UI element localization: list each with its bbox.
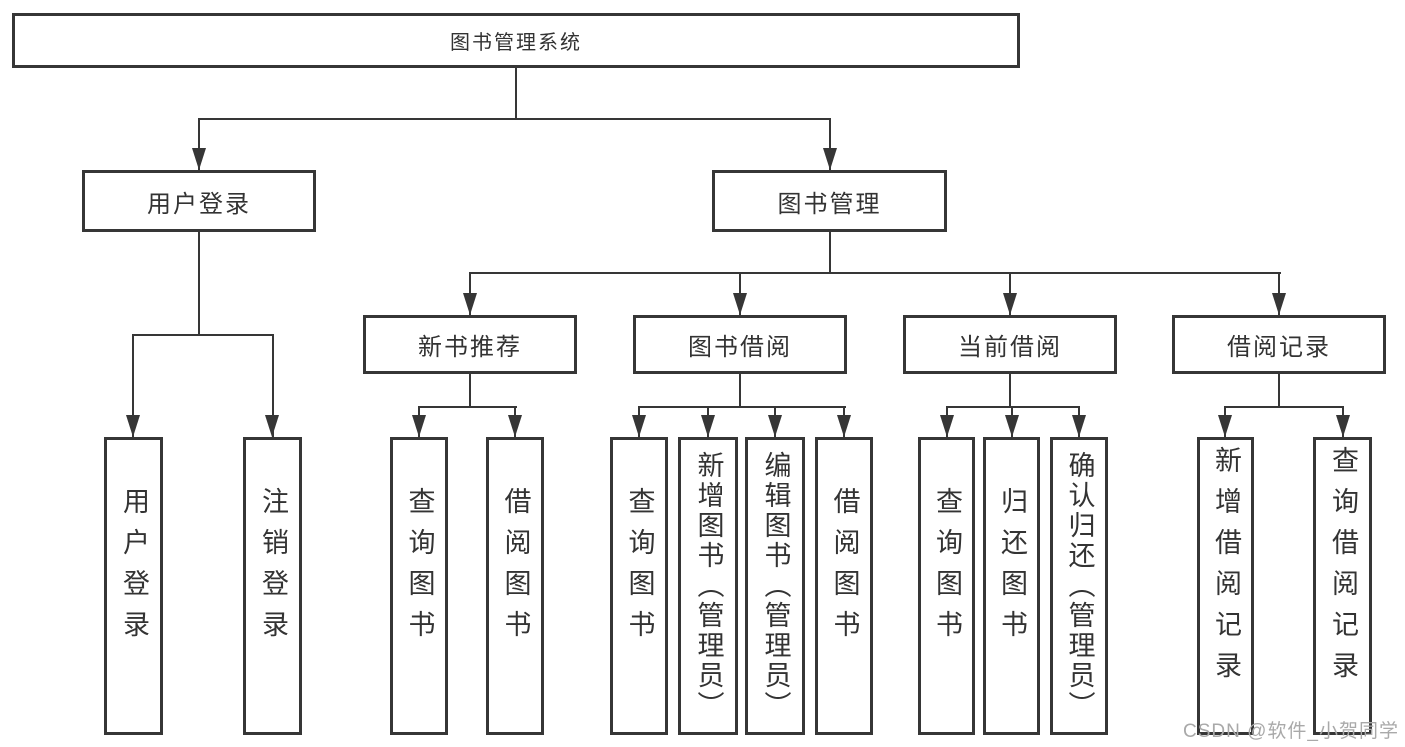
leaf-borrow-books-recommend: 借阅图书 (486, 437, 544, 735)
connector-line (272, 334, 274, 437)
node-label: 图书管理 (777, 190, 882, 218)
arrow-down-icon (1272, 293, 1286, 315)
leaf-label: 用户登录 (119, 487, 149, 651)
leaf-label: 注销登录 (258, 487, 288, 651)
arrow-down-icon (940, 415, 954, 437)
arrow-down-icon (632, 415, 646, 437)
node-label: 图书管理系统 (450, 32, 582, 54)
leaf-add-book-admin: 新增图书（管理员） (678, 437, 738, 735)
leaf-label: 借阅图书 (829, 487, 860, 651)
leaf-borrow-books-borrowing: 借阅图书 (815, 437, 873, 735)
arrow-down-icon (192, 148, 206, 170)
arrow-down-icon (1003, 293, 1017, 315)
arrow-down-icon (463, 293, 477, 315)
connector-line (829, 118, 831, 170)
arrow-down-icon (1072, 415, 1086, 437)
node-borrowing-records: 借阅记录 (1172, 315, 1386, 374)
arrow-down-icon (1218, 415, 1232, 437)
leaf-confirm-return-admin: 确认归还（管理员） (1050, 437, 1108, 735)
connector-line (515, 68, 517, 120)
leaf-label: 查询借阅记录 (1328, 446, 1358, 692)
leaf-label: 新增借阅记录 (1211, 446, 1241, 692)
node-user-login: 用户登录 (82, 170, 316, 232)
node-label: 用户登录 (147, 190, 251, 218)
connector-line (198, 118, 200, 170)
leaf-edit-book-admin: 编辑图书（管理员） (745, 437, 805, 735)
leaf-label: 查询图书 (404, 487, 435, 651)
arrow-down-icon (837, 415, 851, 437)
leaf-user-login: 用户登录 (104, 437, 163, 735)
connector-line (132, 334, 134, 437)
leaf-return-book: 归还图书 (983, 437, 1040, 735)
node-new-book-recommend: 新书推荐 (363, 315, 577, 374)
arrow-down-icon (768, 415, 782, 437)
connector-line (1278, 374, 1280, 408)
node-book-borrowing: 图书借阅 (633, 315, 847, 374)
arrow-down-icon (126, 415, 140, 437)
node-label: 当前借阅 (958, 334, 1062, 361)
leaf-label: 新增图书（管理员） (693, 451, 724, 721)
arrow-down-icon (701, 415, 715, 437)
leaf-label: 查询图书 (932, 487, 962, 651)
connector-line (418, 406, 517, 408)
leaf-logout: 注销登录 (243, 437, 302, 735)
leaf-query-books-current: 查询图书 (918, 437, 975, 735)
leaf-label: 归还图书 (997, 487, 1027, 651)
node-book-management: 图书管理 (712, 170, 947, 232)
node-current-borrowing: 当前借阅 (903, 315, 1117, 374)
arrow-down-icon (823, 148, 837, 170)
leaf-query-books-recommend: 查询图书 (390, 437, 448, 735)
arrow-down-icon (1336, 415, 1350, 437)
node-label: 图书借阅 (688, 334, 792, 361)
leaf-query-borrow-record: 查询借阅记录 (1313, 437, 1372, 735)
connector-line (1009, 374, 1011, 408)
leaf-query-books-borrowing: 查询图书 (610, 437, 668, 735)
leaf-label: 借阅图书 (500, 487, 531, 651)
arrow-down-icon (412, 415, 426, 437)
csdn-watermark: CSDN @软件_小贺同学 (1183, 721, 1399, 742)
connector-line (469, 374, 471, 408)
node-root-library-system: 图书管理系统 (12, 13, 1020, 68)
node-label: 借阅记录 (1227, 334, 1331, 361)
leaf-label: 编辑图书（管理员） (760, 451, 791, 721)
connector-line (829, 232, 831, 274)
arrow-down-icon (265, 415, 279, 437)
connector-line (132, 334, 274, 336)
leaf-label: 查询图书 (624, 487, 655, 651)
connector-line (1224, 406, 1344, 408)
connector-line (638, 406, 846, 408)
leaf-label: 确认归还（管理员） (1064, 451, 1095, 721)
arrow-down-icon (508, 415, 522, 437)
connector-line (469, 272, 1281, 274)
connector-line (198, 232, 200, 336)
node-label: 新书推荐 (418, 334, 522, 361)
leaf-add-borrow-record: 新增借阅记录 (1197, 437, 1254, 735)
connector-line (198, 118, 831, 120)
connector-line (739, 374, 741, 408)
arrow-down-icon (733, 293, 747, 315)
arrow-down-icon (1005, 415, 1019, 437)
connector-line (946, 406, 1080, 408)
